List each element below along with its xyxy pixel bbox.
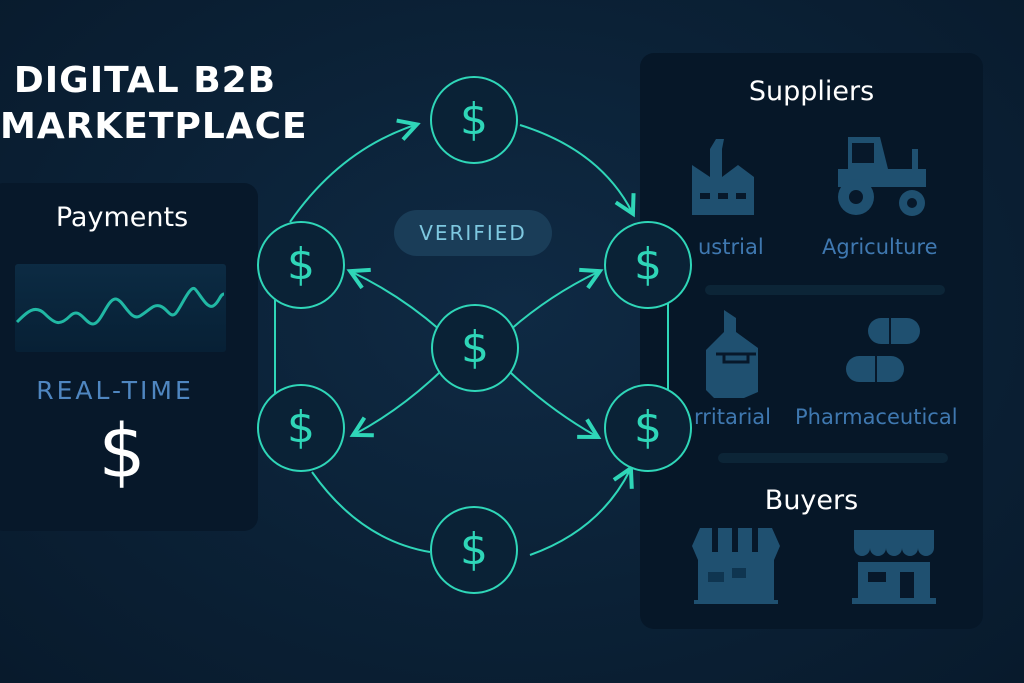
divider <box>718 453 948 463</box>
payments-heading: Payments <box>55 202 189 233</box>
title-line-1: DIGITAL B2B <box>13 60 277 101</box>
payment-node-center[interactable]: $ <box>431 304 519 392</box>
bottle-icon <box>706 310 758 398</box>
buyers-heading: Buyers <box>764 485 859 516</box>
page-title: DIGITAL B2B MARKETPLACE <box>0 58 308 150</box>
payments-chart <box>15 264 226 352</box>
payment-node-left-upper[interactable]: $ <box>257 221 345 309</box>
category-label-agriculture: Agriculture <box>822 235 938 259</box>
tractor-icon <box>838 137 926 216</box>
payment-node-left-lower[interactable]: $ <box>257 384 345 472</box>
pills-icon <box>846 318 920 382</box>
payments-trend-line <box>15 286 225 326</box>
storefront-icon <box>852 530 936 604</box>
factory-icon <box>692 139 754 215</box>
verified-badge: VERIFIED <box>394 210 552 256</box>
category-label-pharmaceutical: Pharmaceutical <box>795 405 958 429</box>
realtime-label: REAL-TIME <box>36 376 194 405</box>
payment-node-bottom[interactable]: $ <box>430 506 518 594</box>
market-stall-icon <box>692 528 780 604</box>
payment-node-right-lower[interactable]: $ <box>604 384 692 472</box>
category-label-industrial: ustrial <box>698 235 764 259</box>
title-line-2: MARKETPLACE <box>0 106 308 147</box>
divider <box>705 285 945 295</box>
category-label-territorial: rritarial <box>694 405 772 429</box>
payments-panel <box>0 183 258 531</box>
payment-node-top[interactable]: $ <box>430 76 518 164</box>
payment-node-right-upper[interactable]: $ <box>604 221 692 309</box>
dollar-icon: $ <box>98 409 146 495</box>
suppliers-heading: Suppliers <box>748 76 875 107</box>
